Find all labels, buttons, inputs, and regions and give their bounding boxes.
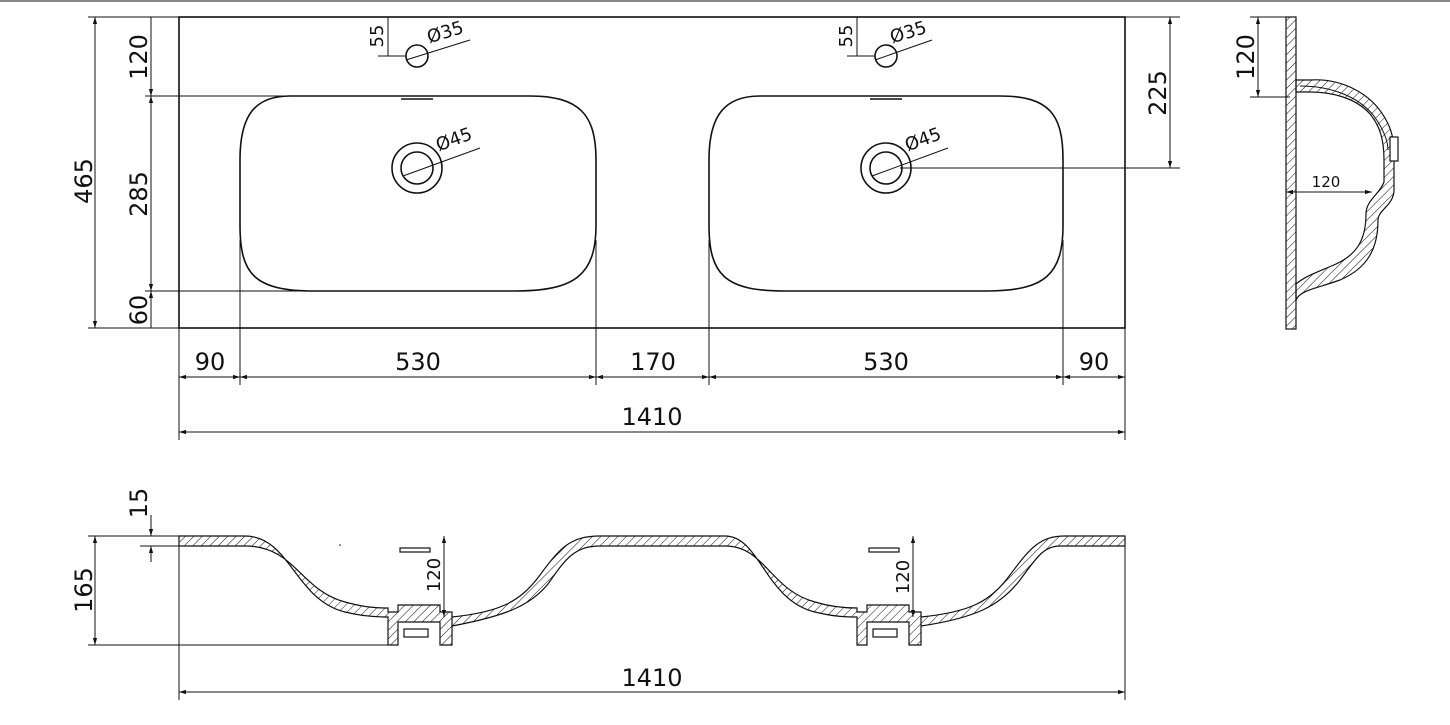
- dim-left-top: 120: [125, 34, 153, 80]
- side-back-wall: [1285, 16, 1297, 330]
- left-basin-outline: [239, 95, 597, 292]
- front-overflow-left: [399, 547, 431, 553]
- dim-side-depth: 120: [1312, 173, 1341, 191]
- leader-tap-left: [405, 39, 471, 61]
- top-view: 465 120 285 60 225 55 55 Ø35 Ø35 Ø45 Ø45: [70, 16, 1180, 440]
- dim-drain-diameter-left: Ø45: [433, 124, 475, 156]
- side-overflow-channel: [1299, 85, 1389, 151]
- front-overflow-right: [868, 547, 900, 553]
- countertop-outline: [178, 16, 1126, 329]
- dim-tap-offset-left: 55: [367, 25, 388, 48]
- front-drain-slot-left: [403, 628, 429, 638]
- side-drain-stub: [1389, 136, 1399, 162]
- dim-width-4: 530: [863, 348, 909, 376]
- dim-width-2: 530: [395, 348, 441, 376]
- dim-overall-depth: 465: [70, 158, 98, 204]
- dim-side-top: 120: [1232, 34, 1260, 80]
- dim-width-5: 90: [1079, 348, 1110, 376]
- dim-width-3: 170: [630, 348, 676, 376]
- stray-dot: [339, 544, 341, 546]
- dim-front-bowl-left: 120: [424, 558, 445, 592]
- right-basin-outline: [708, 95, 1064, 292]
- dim-front-height: 165: [70, 567, 98, 613]
- dim-front-width: 1410: [621, 664, 682, 692]
- dim-left-bottom: 60: [125, 295, 153, 326]
- dim-drain-diameter-right: Ø45: [902, 124, 944, 156]
- dim-tap-offset-right: 55: [836, 25, 857, 48]
- front-view: 120 120 15 165 1410: [70, 488, 1126, 700]
- left-tap-hole: [405, 44, 429, 68]
- dim-rim-thickness: 15: [125, 488, 153, 519]
- dim-width-1: 90: [195, 348, 226, 376]
- dim-overall-width: 1410: [621, 403, 682, 431]
- front-section: [178, 535, 1126, 646]
- left-drain-inner: [400, 151, 434, 185]
- front-drain-slot-right: [872, 628, 898, 638]
- leader-drain-left: [402, 147, 481, 177]
- dim-left-middle: 285: [125, 171, 153, 217]
- left-drain-outer: [391, 142, 443, 194]
- right-drain-inner: [869, 151, 903, 185]
- side-view: 120 120: [1232, 16, 1399, 330]
- leader-tap-right: [874, 39, 933, 61]
- leader-drain-right: [871, 147, 949, 177]
- dim-front-bowl-right: 120: [893, 560, 914, 594]
- dim-right-drain: 225: [1144, 70, 1172, 116]
